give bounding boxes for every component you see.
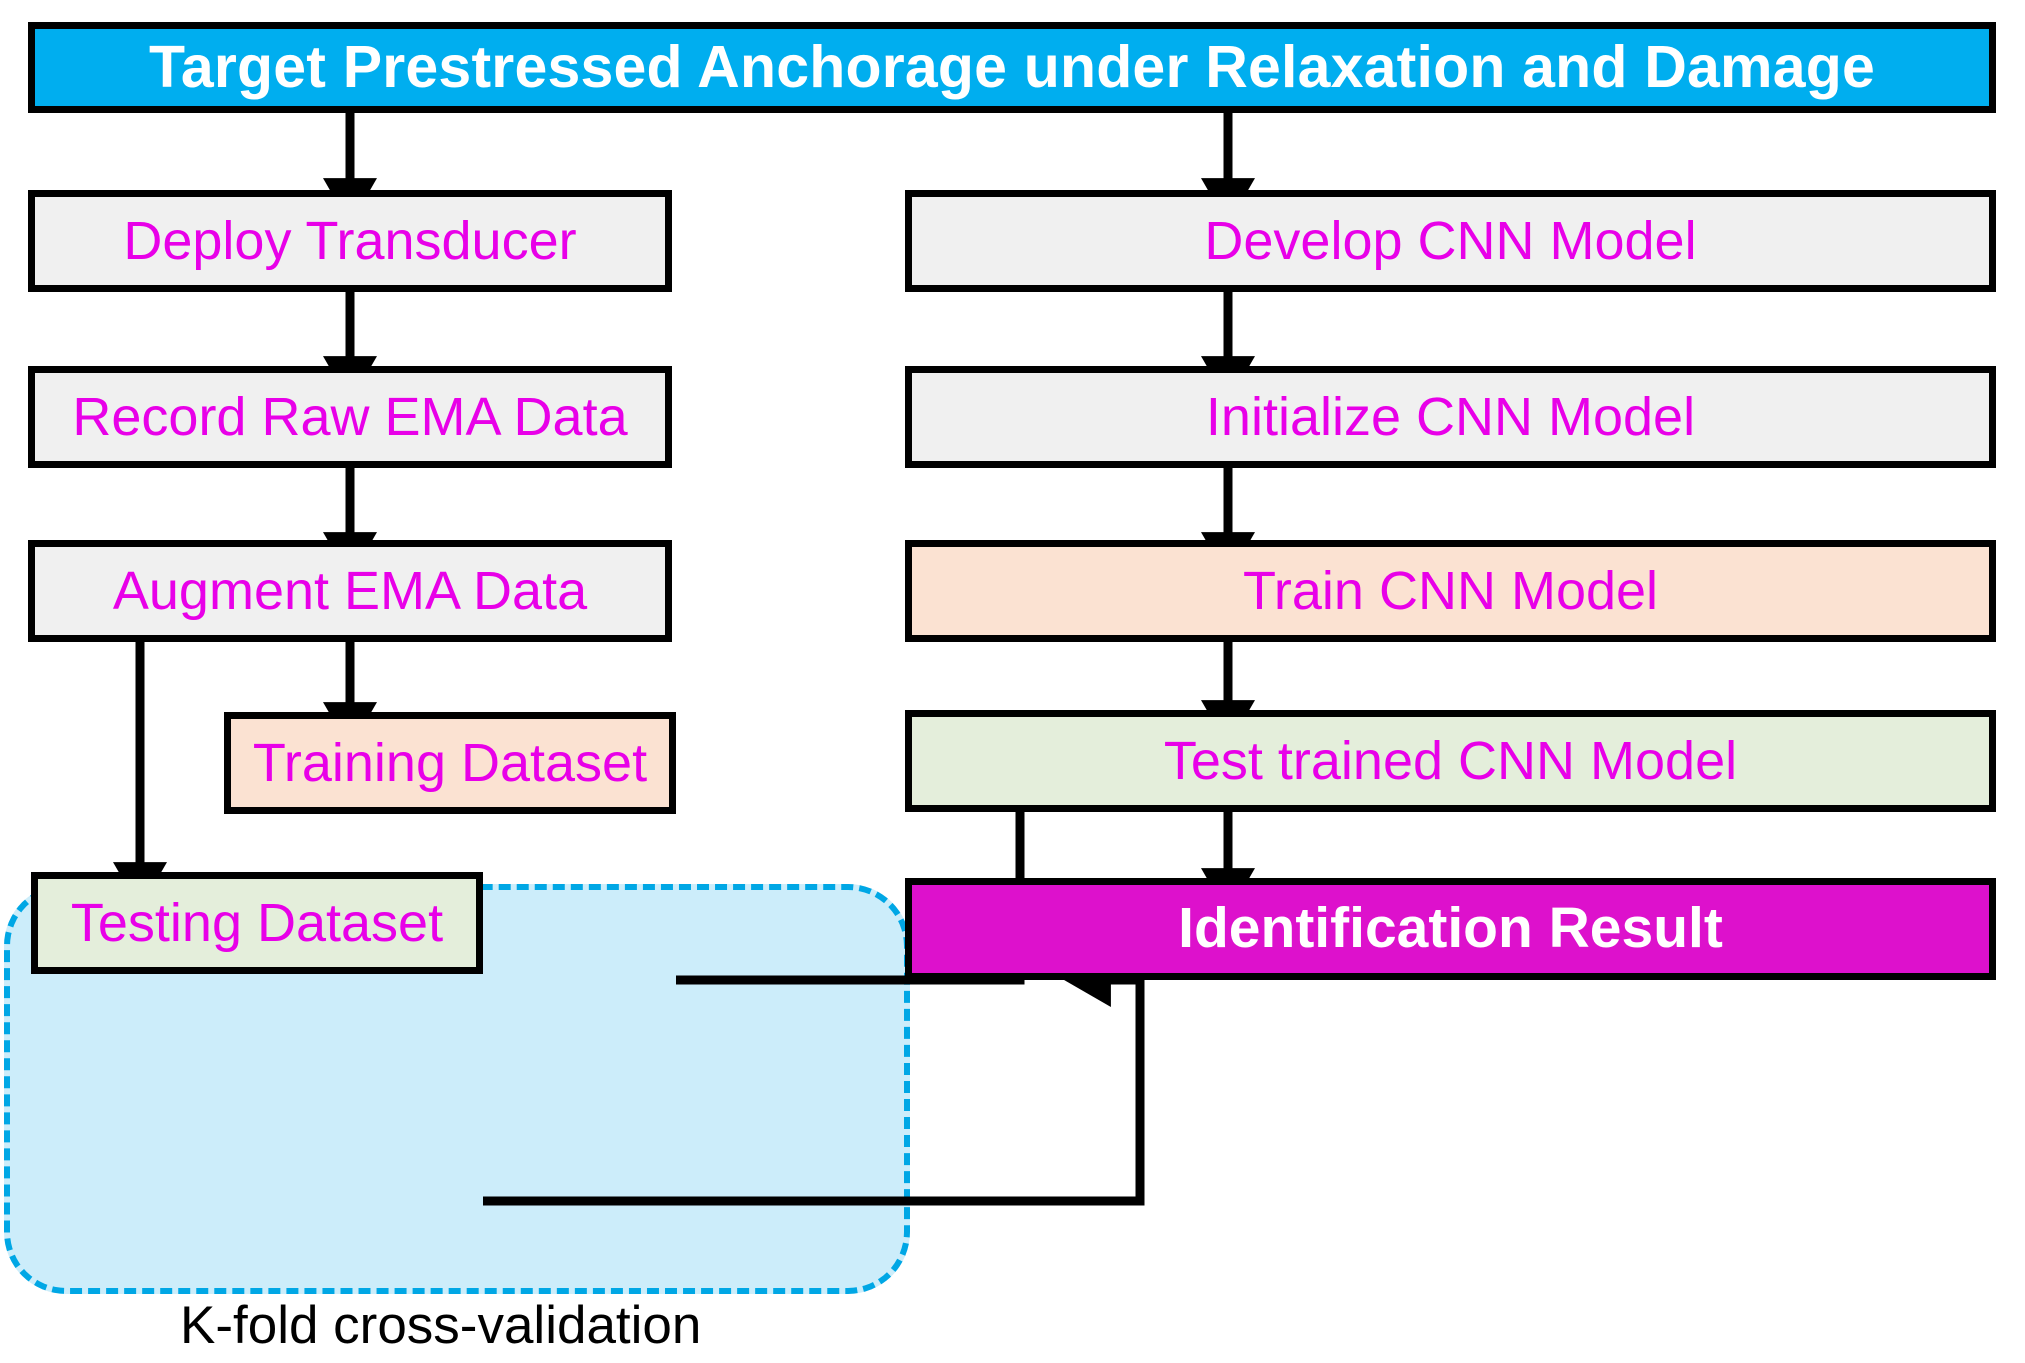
node-develop-cnn-model[interactable]: Develop CNN Model <box>905 190 1996 292</box>
node-train-cnn-model[interactable]: Train CNN Model <box>905 540 1996 642</box>
node-training-dataset[interactable]: Training Dataset <box>224 712 676 814</box>
node-test-trained-cnn-model[interactable]: Test trained CNN Model <box>905 710 1996 812</box>
node-label: Test trained CNN Model <box>1163 730 1738 791</box>
node-initialize-cnn-model[interactable]: Initialize CNN Model <box>905 366 1996 468</box>
title-banner: Target Prestressed Anchorage under Relax… <box>28 22 1996 113</box>
node-label: Identification Result <box>1178 896 1723 961</box>
kfold-cross-validation-label: K-fold cross-validation <box>180 1296 702 1355</box>
node-label: Initialize CNN Model <box>1205 386 1696 447</box>
node-label: Train CNN Model <box>1242 560 1659 621</box>
node-testing-dataset[interactable]: Testing Dataset <box>31 872 483 974</box>
node-identification-result[interactable]: Identification Result <box>905 878 1996 980</box>
node-record-raw-ema-data[interactable]: Record Raw EMA Data <box>28 366 672 468</box>
node-label: Develop CNN Model <box>1204 210 1697 271</box>
node-label: Record Raw EMA Data <box>72 386 628 447</box>
node-label: Augment EMA Data <box>112 560 588 621</box>
node-deploy-transducer[interactable]: Deploy Transducer <box>28 190 672 292</box>
node-label: Training Dataset <box>252 732 648 793</box>
node-augment-ema-data[interactable]: Augment EMA Data <box>28 540 672 642</box>
title-label: Target Prestressed Anchorage under Relax… <box>148 33 1875 100</box>
node-label: Deploy Transducer <box>123 210 577 271</box>
node-label: Testing Dataset <box>70 892 444 953</box>
